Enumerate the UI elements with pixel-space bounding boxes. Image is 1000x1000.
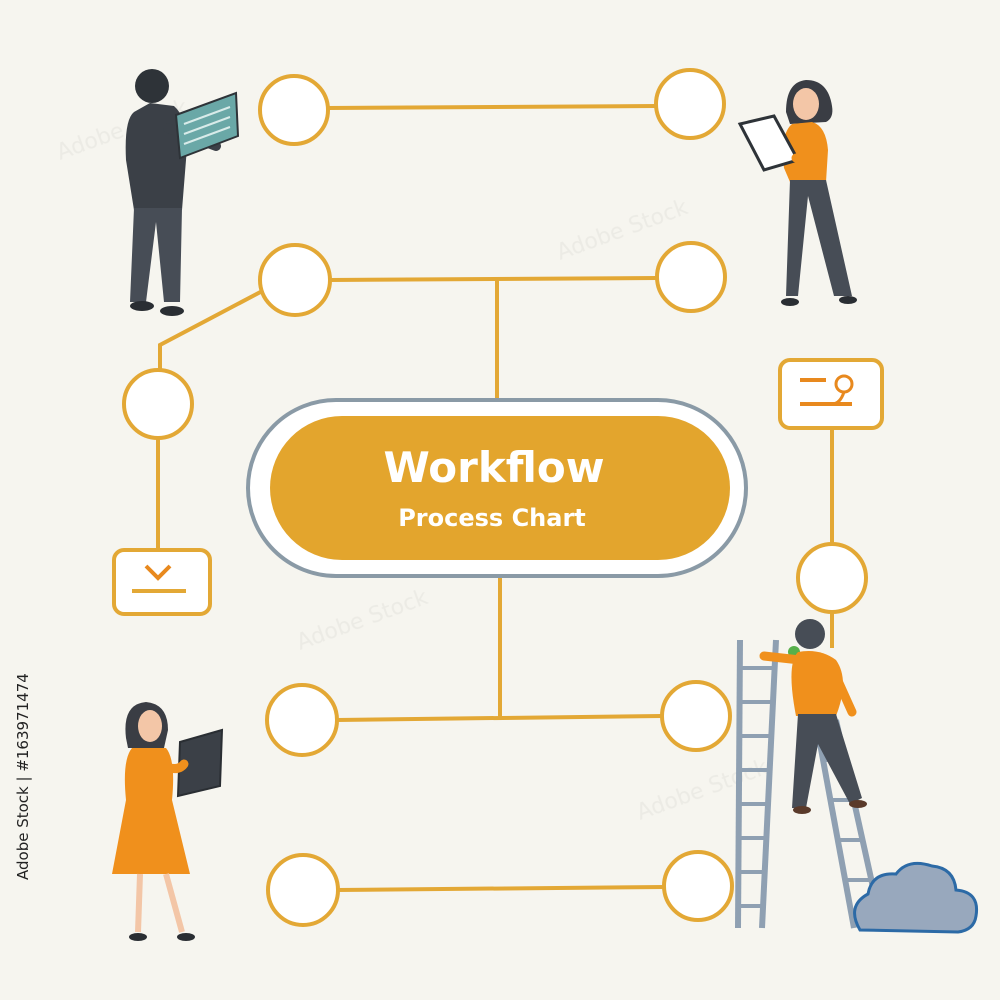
connector-left-diagonal: [158, 286, 269, 372]
head: [795, 619, 825, 649]
woman-with-tablet-figure: [737, 80, 857, 306]
node-circle: [122, 368, 194, 440]
sign-box-icon: [778, 358, 884, 430]
watermark: Adobe Stock: [294, 585, 432, 656]
tablet-icon: [176, 728, 224, 798]
node-circle: [660, 680, 732, 752]
tablet-icon: [174, 91, 240, 160]
node-circles: [122, 68, 868, 927]
node-circle: [258, 74, 330, 146]
title-pill: Workflow Process Chart: [246, 398, 748, 578]
tablet-icon: [737, 114, 801, 172]
cloud-icon: [853, 861, 979, 934]
connector-top: [327, 104, 657, 110]
title-sub: Process Chart: [398, 504, 586, 532]
climber-figure: [759, 619, 867, 814]
node-circle: [655, 241, 727, 313]
connector-bottom: [336, 885, 665, 892]
stock-credit: Adobe Stock | #163971474: [14, 673, 32, 880]
woman-in-dress-figure: [112, 702, 224, 941]
connector-lines: [156, 104, 834, 892]
node-circle: [265, 683, 339, 757]
watermark: Adobe Stock: [634, 755, 772, 826]
node-circle: [266, 853, 340, 927]
connector-upper: [329, 276, 658, 282]
connector-lower: [336, 714, 662, 722]
node-circle: [654, 68, 726, 140]
download-box-icon: [112, 548, 212, 616]
head: [135, 69, 169, 103]
man-with-tablet-figure: [125, 69, 240, 316]
title-main: Workflow: [383, 443, 604, 492]
node-circle: [258, 243, 332, 317]
node-circle: [796, 542, 868, 614]
node-circle: [662, 850, 734, 922]
